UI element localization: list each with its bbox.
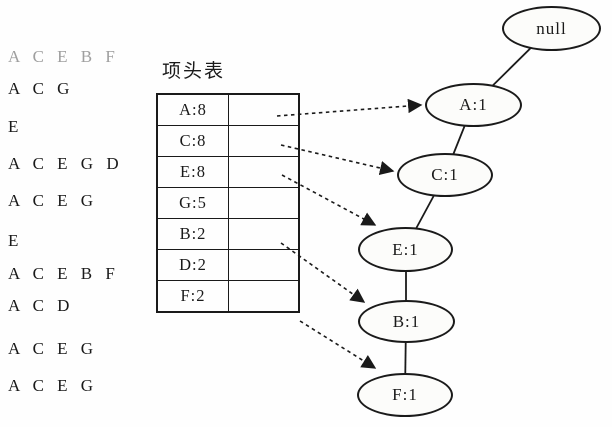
header-table-row: F:2 [156, 280, 300, 313]
item-count-cell: D:2 [156, 249, 229, 281]
link-arrow-f [299, 320, 377, 369]
transaction-row: A C E B F [8, 47, 115, 66]
item-count-cell: C:8 [156, 125, 229, 157]
node-link-cell [228, 280, 300, 313]
tree-node-f: F:1 [357, 373, 453, 417]
node-link-cell [228, 249, 300, 281]
transaction-row: A C E G D [8, 154, 119, 173]
header-table-row: A:8 [156, 93, 300, 126]
header-table-row: D:2 [156, 249, 300, 281]
transaction-list: A C E B F A C G E A C E G D A C E G E A … [8, 0, 148, 427]
tree-node-b: B:1 [358, 300, 455, 343]
tree-node-e: E:1 [358, 227, 453, 272]
transaction-row: A C E G [8, 191, 94, 210]
node-label: B:1 [392, 311, 421, 331]
node-label: A:1 [459, 95, 488, 114]
transaction-row: A C E G [8, 339, 94, 358]
node-label: C:1 [431, 165, 459, 184]
node-label: E:1 [392, 239, 419, 259]
header-table: A:8 C:8 E:8 G:5 B:2 D:2 [156, 93, 300, 313]
header-table-row: G:5 [156, 187, 300, 219]
item-count-cell: B:2 [156, 218, 229, 250]
tree-node-null: null [502, 6, 601, 51]
item-count-cell: A:8 [156, 93, 229, 126]
transaction-row: A C G [8, 79, 70, 98]
header-table-row: B:2 [156, 218, 300, 250]
header-table-title: 项头表 [162, 61, 226, 82]
link-arrow-b [280, 242, 366, 303]
tree-node-a: A:1 [425, 83, 522, 127]
item-count-cell: F:2 [156, 280, 229, 313]
node-label: F:1 [392, 385, 418, 404]
transaction-row: A C D [8, 296, 70, 315]
transaction-row: E [8, 117, 19, 136]
node-link-cell [228, 156, 300, 188]
header-table-row: C:8 [156, 125, 300, 157]
transaction-row: E [8, 231, 19, 250]
item-count-cell: G:5 [156, 187, 229, 219]
link-arrow-c [280, 144, 395, 176]
link-arrow-e [281, 174, 377, 226]
link-arrow-a [276, 98, 423, 117]
item-count-cell: E:8 [156, 156, 229, 188]
node-link-cell [228, 93, 300, 126]
header-table-row: E:8 [156, 156, 300, 188]
transaction-row: A C E B F [8, 264, 115, 283]
transaction-row: A C E G [8, 376, 94, 395]
node-label: null [536, 18, 567, 38]
tree-node-c: C:1 [397, 153, 493, 197]
